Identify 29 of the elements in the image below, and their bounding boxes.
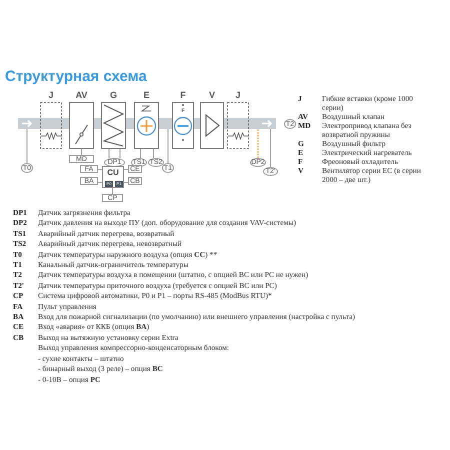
- section-letter: G: [108, 90, 118, 101]
- leader-line: [81, 148, 82, 156]
- unit-section-box: [69, 90, 94, 149]
- unit-section-box: [134, 90, 159, 149]
- unit-section-box: [200, 90, 224, 149]
- section-letter: J: [47, 90, 54, 101]
- flexible-insert-box: [227, 90, 249, 149]
- leader-line: [124, 169, 128, 170]
- leader-line: [112, 188, 113, 194]
- unit-section-box: [172, 90, 194, 149]
- leader-line: [270, 128, 271, 168]
- leader-line: [98, 169, 102, 170]
- flexible-insert-box: [40, 90, 62, 149]
- section-letter: AV: [74, 90, 88, 101]
- section-letter: F: [179, 90, 187, 101]
- section-letter: J: [234, 90, 242, 101]
- diagram-title: Структурная схема: [5, 68, 147, 85]
- leader-line: [108, 148, 110, 158]
- section-letter: E: [142, 90, 150, 101]
- section-letter: V: [208, 90, 216, 101]
- leader-line: [140, 148, 141, 158]
- control-unit-box: [102, 166, 124, 188]
- leader-line: [257, 129, 259, 158]
- unit-section-box: [101, 90, 126, 149]
- leader-line: [98, 182, 104, 183]
- control-unit-label: CU: [106, 168, 120, 177]
- leader-line: [26, 128, 28, 164]
- leader-line: [153, 148, 154, 158]
- leader-line: [122, 182, 128, 183]
